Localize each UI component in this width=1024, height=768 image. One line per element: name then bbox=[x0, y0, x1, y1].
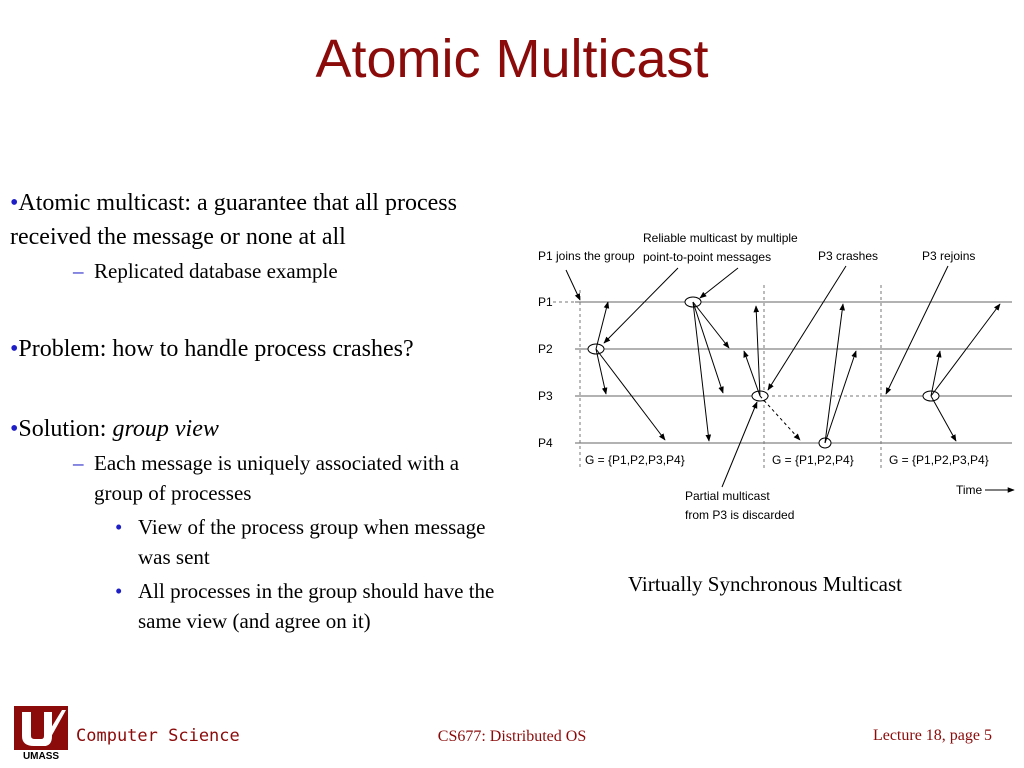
process-label-p3: P3 bbox=[538, 389, 553, 403]
bullet-emphasis: group view bbox=[112, 416, 219, 442]
bullet-text: Solution: bbox=[18, 416, 113, 442]
sub-sub-bullet-text: View of the process group when message w… bbox=[138, 515, 486, 569]
footer-department: Computer Science bbox=[76, 726, 240, 746]
slide-title: Atomic Multicast bbox=[315, 29, 709, 89]
sub-bullet-text: Replicated database example bbox=[94, 259, 338, 283]
footer-page-number: Lecture 18, page 5 bbox=[872, 727, 992, 744]
bullet-solution: •Solution: group view bbox=[10, 412, 505, 446]
group-view-1: G = {P1,P2,P3,P4} bbox=[585, 453, 685, 467]
bullet-marker: • bbox=[10, 336, 19, 362]
label-time: Time bbox=[956, 483, 983, 497]
bullet-marker: • bbox=[115, 579, 123, 603]
bullet-problem: •Problem: how to handle process crashes? bbox=[10, 332, 505, 366]
label-p3-crashes: P3 crashes bbox=[818, 249, 878, 263]
process-label-p4: P4 bbox=[538, 436, 553, 450]
label-p3-rejoins: P3 rejoins bbox=[922, 249, 975, 263]
process-label-p2: P2 bbox=[538, 342, 553, 356]
group-view-3: G = {P1,P2,P3,P4} bbox=[889, 453, 989, 467]
umass-logo-icon: UMASS bbox=[14, 706, 68, 760]
bullet-text: Atomic multicast: a guarantee that all p… bbox=[10, 190, 457, 250]
sub-bullet-text: Each message is uniquely associated with… bbox=[94, 451, 460, 505]
bullet-atomic-multicast: •Atomic multicast: a guarantee that all … bbox=[10, 186, 505, 254]
sub-sub-bullet-view: • View of the process group when message … bbox=[115, 512, 505, 572]
label-partial-2: from P3 is discarded bbox=[685, 508, 794, 522]
sub-bullet-replicated-db: –Replicated database example bbox=[73, 256, 505, 286]
bullet-text: Problem: how to handle process crashes? bbox=[18, 336, 414, 362]
footer: UMASS Computer Science CS677: Distribute… bbox=[0, 700, 1024, 768]
virtual-synchrony-diagram: P1 P2 P3 P4 P1 joins the group Reliable … bbox=[538, 231, 1015, 522]
footer-course: CS677: Distributed OS bbox=[437, 728, 587, 745]
process-label-p1: P1 bbox=[538, 295, 553, 309]
svg-text:UMASS: UMASS bbox=[23, 751, 59, 760]
bullet-marker: • bbox=[115, 515, 123, 539]
dash-marker: – bbox=[73, 259, 84, 283]
group-view-2: G = {P1,P2,P4} bbox=[772, 453, 854, 467]
sub-sub-bullet-same-view: • All processes in the group should have … bbox=[115, 576, 505, 636]
label-partial-1: Partial multicast bbox=[685, 489, 770, 503]
dash-marker: – bbox=[73, 451, 84, 475]
label-reliable-1: Reliable multicast by multiple bbox=[643, 231, 798, 245]
diagram-caption: Virtually Synchronous Multicast bbox=[627, 572, 903, 596]
sub-sub-bullet-text: All processes in the group should have t… bbox=[138, 579, 495, 633]
sub-bullet-unique-group: –Each message is uniquely associated wit… bbox=[73, 448, 505, 508]
bullet-marker: • bbox=[10, 416, 19, 442]
bullet-marker: • bbox=[10, 190, 19, 216]
bullet-list: •Atomic multicast: a guarantee that all … bbox=[10, 186, 505, 636]
label-reliable-2: point-to-point messages bbox=[643, 250, 771, 264]
label-p1-joins: P1 joins the group bbox=[538, 249, 635, 263]
